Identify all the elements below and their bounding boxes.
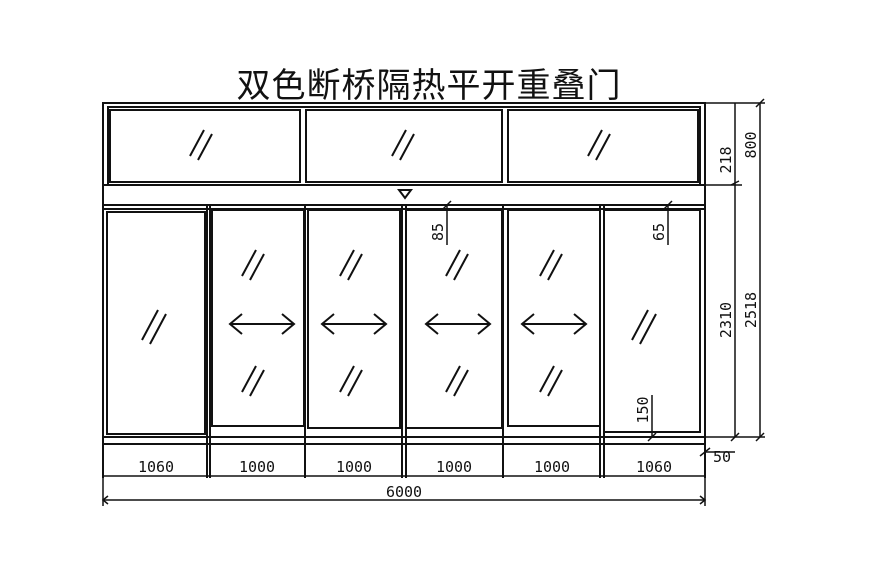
drawing-title: 双色断桥隔热平开重叠门 bbox=[236, 66, 622, 106]
dim-inner-top-right: 65 bbox=[650, 223, 668, 241]
slide-arrows bbox=[228, 313, 588, 335]
dim-right-small: 50 bbox=[713, 448, 731, 466]
door-panel-1 bbox=[106, 211, 206, 435]
door-panel-5 bbox=[507, 209, 601, 427]
glass-hatches bbox=[141, 129, 657, 397]
slide-arrow-icon bbox=[424, 313, 492, 335]
dim-bottom-3: 1000 bbox=[336, 458, 372, 476]
dim-door-outer: 2518 bbox=[742, 292, 760, 328]
dim-inner-top-left: 85 bbox=[429, 223, 447, 241]
slide-arrow-icon bbox=[520, 313, 588, 335]
dim-bottom-4: 1000 bbox=[436, 458, 472, 476]
dim-bottom-5: 1000 bbox=[534, 458, 570, 476]
transom-pane-3 bbox=[507, 109, 699, 183]
dim-transom-inner: 218 bbox=[717, 146, 735, 173]
dim-bottom-6: 1060 bbox=[636, 458, 672, 476]
dim-bottom-2: 1000 bbox=[239, 458, 275, 476]
dim-total-width: 6000 bbox=[386, 483, 422, 501]
slide-arrow-icon bbox=[320, 313, 388, 335]
dim-bottom-1: 1060 bbox=[138, 458, 174, 476]
transom-pane-2 bbox=[305, 109, 503, 183]
center-marker-icon bbox=[397, 189, 413, 200]
door-panel-2 bbox=[211, 209, 305, 427]
slide-arrow-icon bbox=[228, 313, 296, 335]
transom-pane-1 bbox=[109, 109, 301, 183]
transom-frame bbox=[107, 106, 701, 186]
door-panel-3 bbox=[307, 209, 401, 429]
dim-inner-bottom: 150 bbox=[634, 396, 652, 423]
dim-transom-outer: 800 bbox=[742, 131, 760, 158]
dim-door-inner: 2310 bbox=[717, 302, 735, 338]
